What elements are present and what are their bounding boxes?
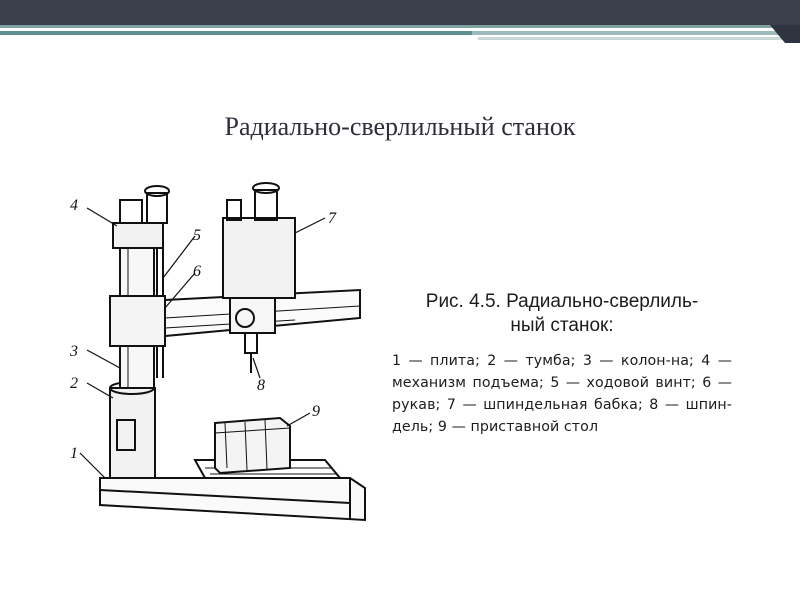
caption-title-line-2: ный станок: bbox=[510, 315, 614, 336]
label-2: 2 bbox=[70, 375, 78, 392]
slide-title: Радиально-сверлильный станок bbox=[224, 112, 576, 141]
drilling-machine-illustration: 4 5 6 7 3 2 1 8 9 bbox=[69, 182, 366, 522]
label-9: 9 bbox=[312, 403, 320, 420]
caption-legend: 1 — плита; 2 — тумба; 3 — колон-на; 4 — … bbox=[392, 353, 732, 435]
top-bar bbox=[0, 0, 800, 25]
caption-title: Рис. 4.5. Радиально-сверлиль- ный станок… bbox=[392, 290, 732, 338]
label-6: 6 bbox=[193, 263, 201, 280]
label-7: 7 bbox=[328, 210, 337, 227]
label-4: 4 bbox=[70, 197, 78, 214]
figure-caption: Рис. 4.5. Радиально-сверлиль- ный станок… bbox=[392, 290, 732, 438]
caption-title-line-1: Рис. 4.5. Радиально-сверлиль- bbox=[425, 291, 699, 312]
label-1: 1 bbox=[70, 445, 78, 462]
label-5: 5 bbox=[193, 227, 201, 244]
accent-band bbox=[0, 25, 800, 43]
label-3: 3 bbox=[69, 343, 78, 360]
label-8: 8 bbox=[257, 377, 265, 394]
